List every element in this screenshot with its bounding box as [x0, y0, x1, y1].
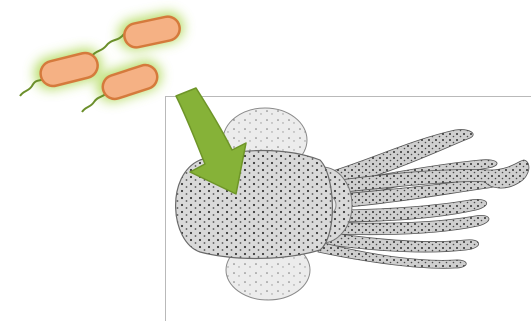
squid-illustration	[176, 108, 529, 300]
bacteria-group	[20, 9, 186, 112]
